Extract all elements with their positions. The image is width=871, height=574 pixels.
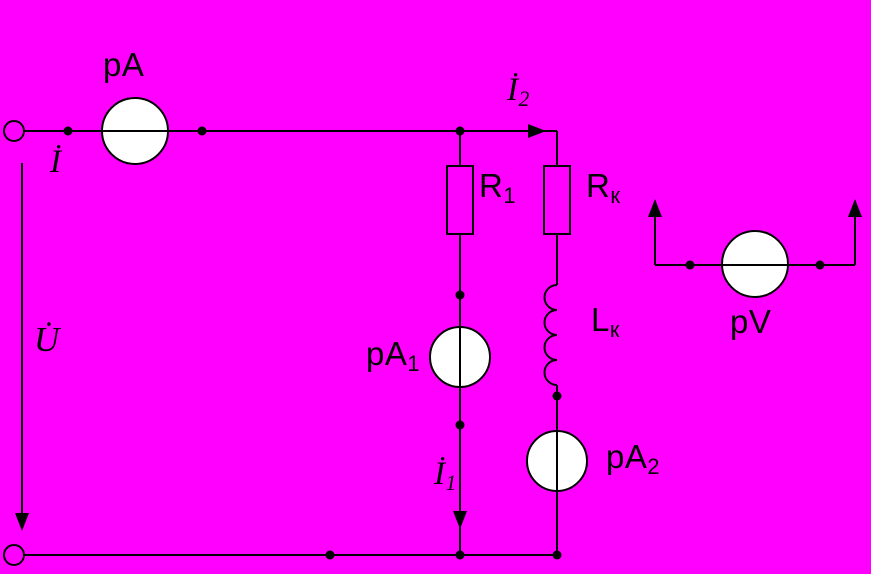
current-i-label: İ	[50, 146, 62, 179]
pv-right-arrowhead-icon	[848, 199, 862, 217]
junction-dot	[455, 126, 465, 136]
resistor-rk-base: R	[586, 167, 611, 204]
junction-dot	[552, 391, 562, 401]
current-i2-sub: 2	[518, 87, 530, 112]
current-i2-arrowhead-icon	[528, 124, 546, 138]
voltmeter-pv-label-text: pV	[730, 303, 772, 340]
junction-dot	[197, 126, 207, 136]
current-i-label-text: İ	[50, 144, 62, 180]
terminal-bottom-left	[3, 544, 25, 566]
junction-dot	[455, 420, 465, 430]
resistor-rk-sub: к	[610, 183, 621, 209]
current-i1-base: İ	[434, 456, 446, 492]
resistor-r1-label: R1	[479, 169, 516, 207]
ammeter-pa2-sub: 2	[647, 454, 660, 480]
pv-left-arrowhead-icon	[648, 199, 662, 217]
ammeter-pa1-base: pA	[366, 335, 408, 372]
resistor-r1-base: R	[479, 167, 504, 204]
junction-dot	[455, 550, 465, 560]
resistor-rk	[543, 165, 571, 235]
ammeter-pa1-label: pA1	[366, 337, 420, 375]
current-i2-base: İ	[507, 72, 519, 108]
resistor-r1	[446, 165, 474, 235]
junction-dot	[552, 550, 562, 560]
inductor-lk-coil	[543, 284, 558, 386]
voltage-u-label-text: U̇	[34, 320, 60, 359]
current-i1-sub: 1	[445, 471, 457, 496]
terminal-top-left	[3, 120, 25, 142]
ammeter-pa2-base: pA	[606, 438, 648, 475]
junction-dot	[815, 260, 825, 270]
junction-dot	[455, 290, 465, 300]
current-i2-label: İ2	[507, 74, 530, 111]
junction-dot	[63, 126, 73, 136]
inductor-lk-sub: к	[609, 317, 620, 343]
ammeter-pa-label: pA	[103, 48, 144, 81]
inductor-lk-base: L	[591, 301, 610, 338]
junction-dot	[685, 260, 695, 270]
current-i1-arrowhead-icon	[453, 511, 467, 529]
resistor-rk-label: Rк	[586, 169, 620, 207]
ammeter-pa-label-text: pA	[103, 46, 145, 83]
inductor-lk-label: Lк	[591, 303, 620, 341]
ammeter-pa2-label: pA2	[606, 440, 660, 478]
voltage-u-arrowhead-icon	[15, 513, 29, 531]
resistor-r1-sub: 1	[503, 183, 516, 209]
junction-dot	[325, 550, 335, 560]
voltage-u-label: U̇	[34, 322, 60, 357]
ammeter-pa1-sub: 1	[407, 351, 420, 377]
voltmeter-pv-label: pV	[730, 305, 771, 338]
current-i1-label: İ1	[434, 458, 457, 495]
